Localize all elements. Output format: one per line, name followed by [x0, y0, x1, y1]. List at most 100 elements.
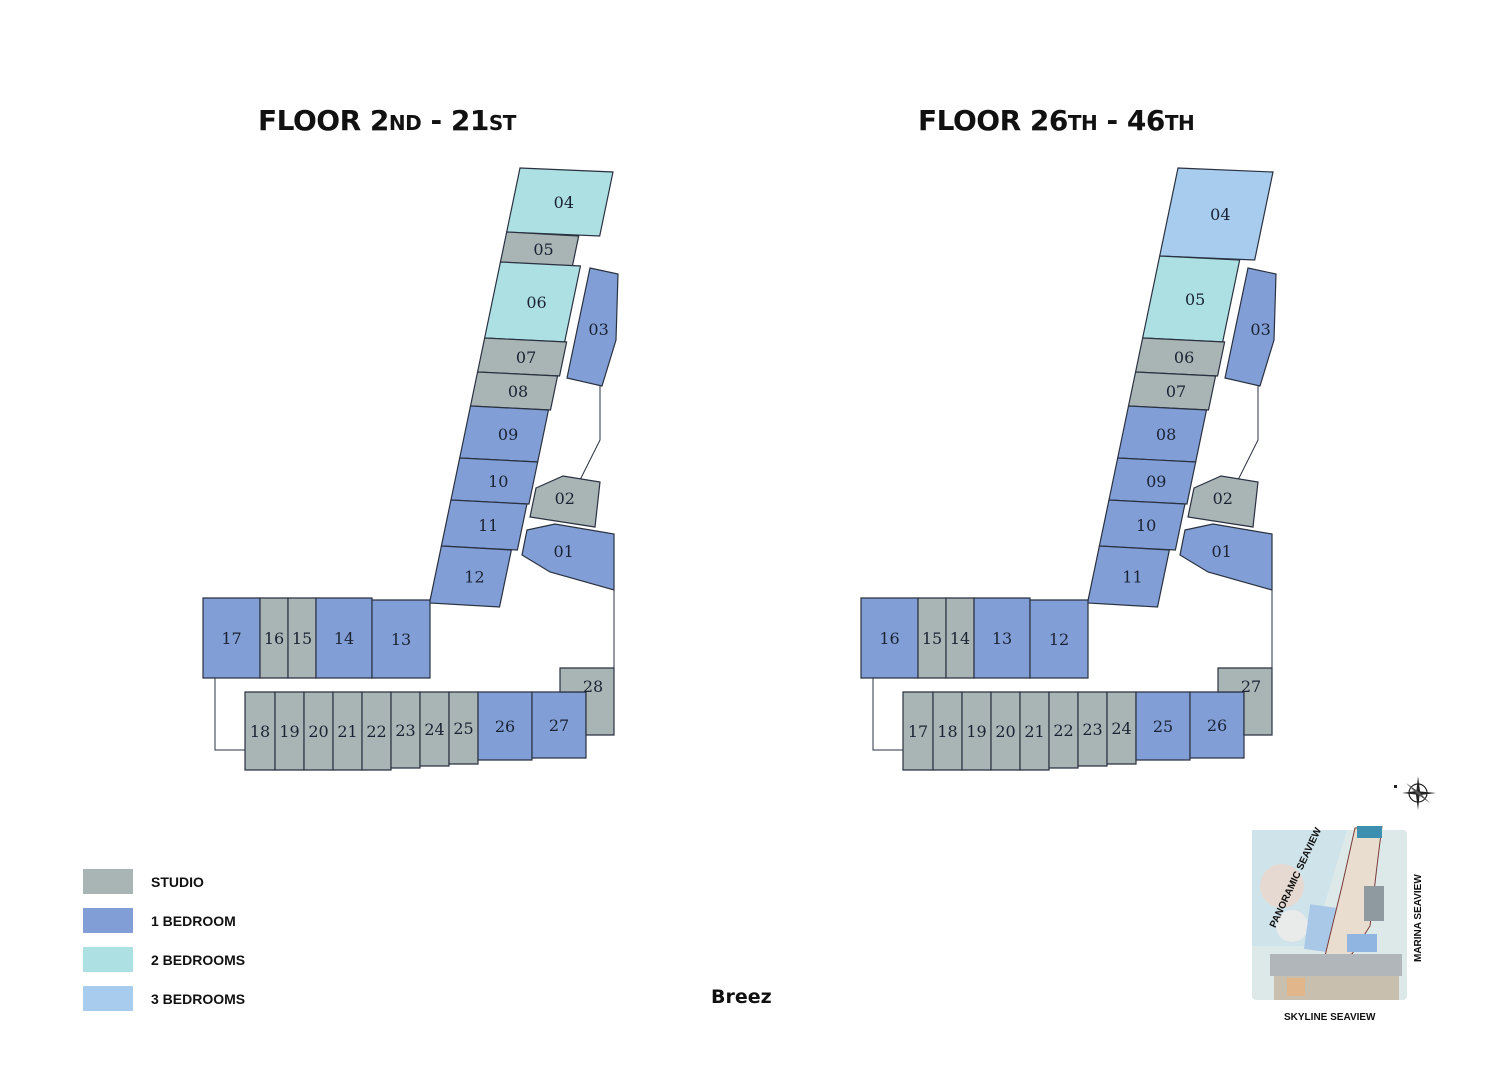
- unit-07-studio[interactable]: [476, 337, 568, 377]
- unit-label: 02: [1213, 489, 1233, 508]
- unit-label: 04: [554, 193, 574, 212]
- unit-25-studio[interactable]: [448, 691, 479, 765]
- unit-22-studio[interactable]: [361, 691, 392, 771]
- unit-label: 04: [1210, 205, 1230, 224]
- unit-07-studio[interactable]: [1127, 371, 1217, 411]
- unit-03-1br[interactable]: [1224, 267, 1277, 387]
- unit-label: 22: [366, 722, 386, 741]
- brand-name: Breez: [711, 986, 772, 1008]
- unit-22-studio[interactable]: [1048, 691, 1079, 769]
- unit-label: 15: [922, 629, 942, 648]
- unit-label: 24: [1111, 719, 1131, 738]
- legend-item-2br: 2 BEDROOMS: [83, 940, 245, 979]
- unit-06-studio[interactable]: [1134, 337, 1226, 377]
- unit-label: 23: [1082, 720, 1102, 739]
- unit-label: 16: [879, 629, 899, 648]
- unit-01-1br[interactable]: [521, 523, 615, 591]
- unit-25-1br[interactable]: [1135, 691, 1191, 761]
- marina-seaview-label: MARINA SEAVIEW: [1413, 874, 1424, 962]
- unit-24-studio[interactable]: [1106, 691, 1137, 765]
- legend-label: 2 BEDROOMS: [151, 951, 246, 968]
- unit-label: 13: [391, 630, 411, 649]
- unit-label: 10: [488, 472, 508, 491]
- legend-item-3br: 3 BEDROOMS: [83, 979, 245, 1018]
- unit-label: 27: [549, 716, 569, 735]
- unit-label: 25: [453, 719, 473, 738]
- unit-label: 06: [1174, 348, 1194, 367]
- legend-swatch: [83, 908, 133, 933]
- unit-label: 03: [588, 320, 608, 339]
- unit-label: 19: [279, 722, 299, 741]
- skyline-seaview-label: SKYLINE SEAVIEW: [1284, 1012, 1376, 1023]
- unit-label: 09: [1146, 472, 1166, 491]
- unit-label: 19: [966, 722, 986, 741]
- unit-10-1br[interactable]: [450, 457, 539, 505]
- unit-label: 18: [937, 722, 957, 741]
- legend-label: 1 BEDROOM: [151, 912, 236, 929]
- floor-title-left: FLOOR 2ND - 21ST: [258, 104, 516, 137]
- unit-label: 24: [424, 720, 444, 739]
- unit-04-2br[interactable]: [505, 167, 614, 237]
- unit-11-1br[interactable]: [440, 499, 528, 551]
- unit-21-studio[interactable]: [1019, 691, 1050, 771]
- legend-label: 3 BEDROOMS: [151, 990, 246, 1007]
- unit-label: 05: [533, 240, 553, 259]
- unit-02-studio[interactable]: [1187, 475, 1259, 528]
- unit-08-studio[interactable]: [469, 371, 559, 411]
- floor-title-right: FLOOR 26TH - 46TH: [918, 104, 1195, 137]
- unit-label: 05: [1185, 290, 1205, 309]
- unit-12-1br[interactable]: [1029, 599, 1089, 679]
- unit-label: 20: [995, 722, 1015, 741]
- legend-swatch: [83, 986, 133, 1011]
- unit-label: 12: [464, 568, 484, 587]
- unit-label: 23: [395, 721, 415, 740]
- unit-label: 18: [250, 722, 270, 741]
- unit-01-1br[interactable]: [1179, 523, 1273, 591]
- unit-label: 01: [1211, 542, 1231, 561]
- unit-label: 26: [495, 717, 515, 736]
- unit-label: 14: [950, 629, 970, 648]
- unit-04-3br[interactable]: [1158, 167, 1274, 261]
- unit-09-1br[interactable]: [1108, 457, 1197, 505]
- unit-28-studio[interactable]: [559, 667, 615, 736]
- unit-label: 14: [334, 629, 354, 648]
- unit-03-1br[interactable]: [566, 267, 619, 387]
- unit-label: 02: [555, 489, 575, 508]
- unit-label: 09: [498, 425, 518, 444]
- unit-02-studio[interactable]: [529, 475, 601, 528]
- unit-23-studio[interactable]: [390, 691, 421, 769]
- unit-label: 16: [264, 629, 284, 648]
- unit-label: 03: [1250, 320, 1270, 339]
- unit-11-1br[interactable]: [1086, 545, 1171, 608]
- corridor-outline: [214, 386, 615, 751]
- floor-plans: 04 05 06 07 08 09 10 11 12 03 02 01 17 16 15 14 13 18 19 20…: [202, 167, 1277, 771]
- unit-27-studio[interactable]: [1217, 667, 1273, 736]
- unit-23-studio[interactable]: [1077, 691, 1108, 767]
- unit-label: 26: [1207, 716, 1227, 735]
- legend-item-1br: 1 BEDROOM: [83, 901, 245, 940]
- unit-24-studio[interactable]: [419, 691, 450, 767]
- legend-label: STUDIO: [151, 873, 204, 890]
- unit-26-1br[interactable]: [477, 691, 533, 761]
- compass-rose-icon: [1394, 776, 1436, 810]
- unit-label: 01: [553, 542, 573, 561]
- unit-12-1br[interactable]: [428, 545, 513, 608]
- unit-label: 15: [292, 629, 312, 648]
- unit-label: 07: [516, 348, 536, 367]
- unit-label: 11: [478, 516, 498, 535]
- unit-label: 25: [1153, 717, 1173, 736]
- legend-item-studio: STUDIO: [83, 862, 245, 901]
- site-map: [1252, 825, 1412, 1006]
- unit-label: 06: [526, 293, 546, 312]
- unit-label: 13: [992, 629, 1012, 648]
- unit-label: 08: [1156, 425, 1176, 444]
- unit-label: 11: [1122, 568, 1142, 587]
- unit-10-1br[interactable]: [1098, 499, 1186, 551]
- unit-label: 17: [908, 722, 928, 741]
- unit-label: 08: [508, 382, 528, 401]
- unit-label: 17: [221, 629, 241, 648]
- unit-13-1br[interactable]: [371, 599, 431, 679]
